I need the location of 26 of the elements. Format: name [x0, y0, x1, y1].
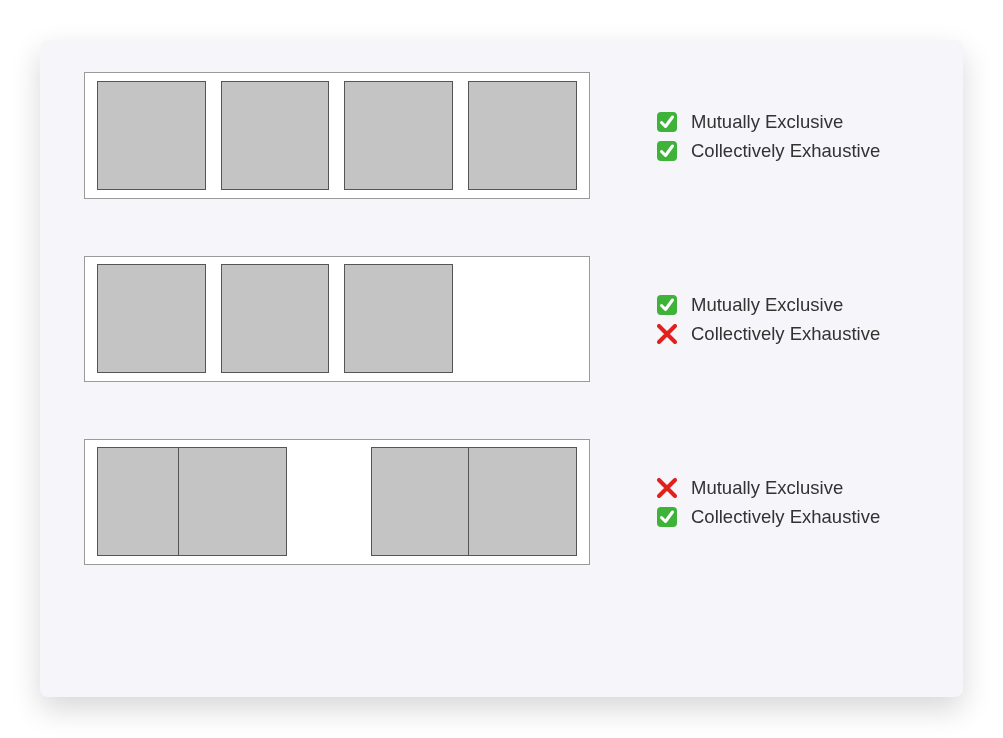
part-square [97, 264, 206, 373]
checkmark-icon [657, 112, 677, 132]
criterion-label: Mutually Exclusive [691, 294, 844, 316]
set-frame [84, 72, 590, 199]
part-square [468, 81, 577, 190]
checkmark-icon [657, 295, 677, 315]
criterion-label: Collectively Exhaustive [691, 506, 881, 528]
part-square [468, 447, 577, 556]
checkmark-icon [657, 141, 677, 161]
part-square [97, 81, 206, 190]
part-square [221, 264, 329, 373]
criterion-label: Mutually Exclusive [691, 477, 844, 499]
part-square [178, 447, 287, 556]
part-square [371, 447, 469, 556]
cross-icon [657, 478, 677, 498]
part-square [344, 81, 453, 190]
part-square [97, 447, 179, 556]
set-frame [84, 256, 590, 382]
criterion-label: Collectively Exhaustive [691, 140, 881, 162]
set-frame [84, 439, 590, 565]
cross-icon [657, 324, 677, 344]
criterion-label: Mutually Exclusive [691, 111, 844, 133]
part-square [221, 81, 329, 190]
checkmark-icon [657, 507, 677, 527]
part-square [344, 264, 453, 373]
criterion-label: Collectively Exhaustive [691, 323, 881, 345]
